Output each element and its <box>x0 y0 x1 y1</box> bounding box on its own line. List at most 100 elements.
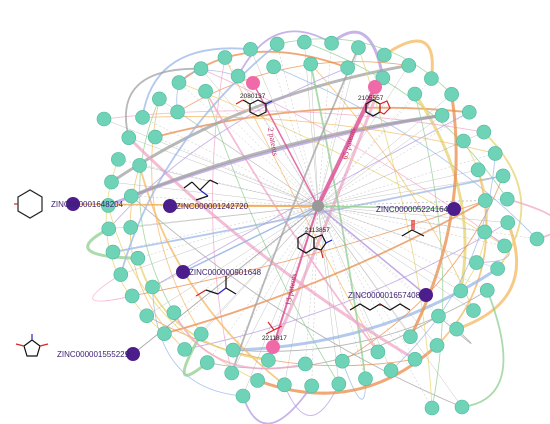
ring-node[interactable] <box>157 326 172 341</box>
ring-node[interactable] <box>147 129 163 145</box>
ring-node[interactable] <box>113 267 129 282</box>
ring-node[interactable] <box>101 221 117 237</box>
ring-node[interactable] <box>469 255 484 270</box>
ring-node[interactable] <box>401 58 417 73</box>
ring-node[interactable] <box>177 342 192 357</box>
ring-node[interactable] <box>477 193 493 208</box>
spoke-edge <box>128 137 319 207</box>
zinc-node-4[interactable]: ZINC000000901648 <box>176 265 262 279</box>
ring-node[interactable] <box>235 388 251 404</box>
ring-node[interactable] <box>331 376 347 392</box>
ring-node[interactable] <box>424 71 439 86</box>
ring-node[interactable] <box>124 288 140 304</box>
ring-node[interactable] <box>407 352 423 367</box>
ring-node[interactable] <box>266 59 281 75</box>
ring-node[interactable] <box>407 86 423 102</box>
ring-node[interactable] <box>225 342 241 358</box>
ring-node[interactable] <box>250 373 265 388</box>
spoke-edge <box>317 205 392 371</box>
ring-node[interactable] <box>477 224 493 240</box>
ring-node[interactable] <box>479 283 495 298</box>
ring-node[interactable] <box>100 198 116 213</box>
ring-node[interactable] <box>303 56 319 72</box>
ring-node[interactable] <box>123 188 139 204</box>
ring-node[interactable] <box>132 158 147 173</box>
central-hub[interactable] <box>312 200 324 212</box>
ring-arc <box>309 63 367 379</box>
pink-node-3[interactable]: 2211817 <box>262 335 287 354</box>
ring-node[interactable] <box>130 250 146 266</box>
ring-node[interactable] <box>230 68 246 84</box>
ring-node[interactable] <box>123 220 139 235</box>
ring-node[interactable] <box>377 47 392 63</box>
ring-node[interactable] <box>444 87 459 102</box>
ring-node[interactable] <box>434 108 450 123</box>
zinc-node-1[interactable]: ZINC000001648204 <box>51 197 124 211</box>
ring-node[interactable] <box>466 303 481 318</box>
ring-node[interactable] <box>500 215 516 230</box>
acetic-acid-molecule-icon <box>401 220 425 237</box>
ring-node[interactable] <box>217 50 233 65</box>
ring-node[interactable] <box>351 40 366 55</box>
ring-node[interactable] <box>431 308 446 324</box>
ring-node[interactable] <box>139 308 155 324</box>
ring-node[interactable] <box>461 104 477 120</box>
ring-node[interactable] <box>199 355 215 370</box>
ring-node[interactable] <box>403 329 418 344</box>
ring-node[interactable] <box>277 377 292 393</box>
ring-node[interactable] <box>171 75 187 90</box>
ring-node[interactable] <box>429 338 445 353</box>
ring-node[interactable] <box>490 261 505 276</box>
ring-node[interactable] <box>297 356 313 372</box>
ring-node[interactable] <box>499 191 515 207</box>
ring-node[interactable] <box>375 70 391 86</box>
ring-node[interactable] <box>96 111 112 127</box>
hub-node[interactable] <box>312 200 324 212</box>
zinc-node-5[interactable]: ZINC000001657408 <box>348 288 433 302</box>
ring-node[interactable] <box>454 399 470 415</box>
ring-node[interactable] <box>261 352 276 368</box>
ring-node[interactable] <box>449 321 464 337</box>
ring-node[interactable] <box>370 344 386 360</box>
ring-node[interactable] <box>104 174 119 190</box>
zinc-node-2[interactable]: ZINC000001242720 <box>163 199 249 213</box>
ring-node[interactable] <box>105 244 121 260</box>
ring-node[interactable] <box>487 146 503 161</box>
spoke-edge <box>131 195 319 207</box>
ring-node[interactable] <box>324 35 339 51</box>
ring-node[interactable] <box>304 378 319 394</box>
spoke-edge <box>317 65 409 207</box>
ring-node[interactable] <box>335 353 350 369</box>
ring-node[interactable] <box>424 400 440 416</box>
ring-node[interactable] <box>497 238 512 254</box>
ring-node[interactable] <box>340 60 355 76</box>
ring-node[interactable] <box>358 371 373 387</box>
ring-node[interactable] <box>135 110 150 125</box>
ring-arc <box>237 30 333 77</box>
ring-node[interactable] <box>193 61 209 76</box>
ring-node[interactable] <box>476 124 492 140</box>
ring-node[interactable] <box>453 283 469 299</box>
zinc-node-3[interactable]: ZINC000005224164 <box>376 202 461 216</box>
pink-node-2[interactable]: 2105557 <box>358 80 384 102</box>
ring-node[interactable] <box>470 162 486 178</box>
ring-node[interactable] <box>170 104 185 120</box>
ring-node[interactable] <box>145 279 160 295</box>
ring-node[interactable] <box>243 41 258 57</box>
ring-node[interactable] <box>456 133 471 149</box>
ring-node[interactable] <box>269 36 285 52</box>
ring-node[interactable] <box>297 34 312 50</box>
ring-node[interactable] <box>224 365 239 381</box>
ring-node[interactable] <box>152 91 167 107</box>
ring-node[interactable] <box>529 231 545 247</box>
ring-node[interactable] <box>166 305 182 320</box>
ring-node[interactable] <box>383 363 399 378</box>
ring-node[interactable] <box>121 130 137 145</box>
ring-node[interactable] <box>111 152 126 167</box>
ring-node[interactable] <box>193 326 209 342</box>
ring-node[interactable] <box>495 168 511 184</box>
ring-node[interactable] <box>198 84 213 99</box>
zinc-node-6[interactable]: ZINC000001555229 <box>57 347 140 361</box>
pink-node-1[interactable]: 2080137 <box>240 76 266 100</box>
